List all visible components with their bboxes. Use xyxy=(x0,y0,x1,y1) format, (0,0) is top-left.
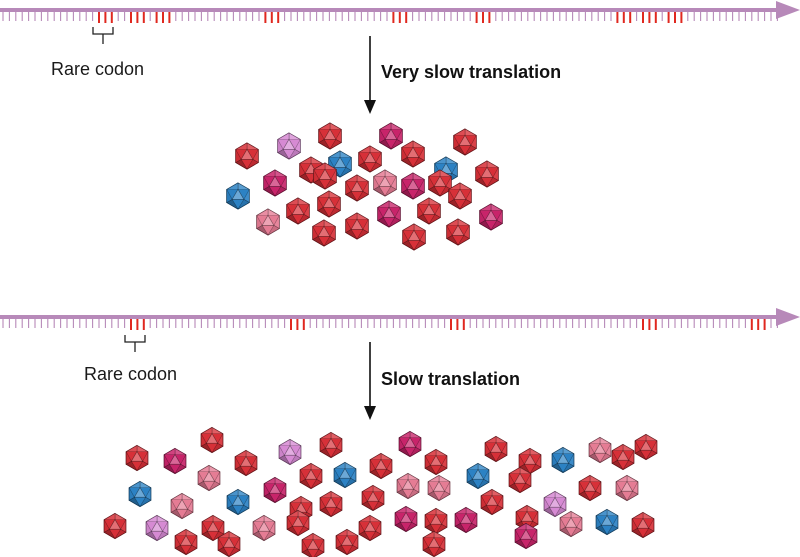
strand-arrowhead-bottom-icon xyxy=(776,308,800,326)
capsid-particle-icon xyxy=(201,514,225,542)
capsid-particle-icon xyxy=(301,532,325,557)
capsid-particle-icon xyxy=(427,474,451,502)
capsid-particle-icon xyxy=(256,208,280,236)
capsid-particle-icon xyxy=(328,150,352,178)
capsid-particle-icon xyxy=(454,506,478,534)
very-slow-translation-panel: Rare codon Very slow translation xyxy=(0,0,800,278)
capsid-particle-icon xyxy=(358,514,382,542)
capsid-particle-icon xyxy=(428,169,452,197)
capsid-particle-icon xyxy=(345,212,369,240)
capsid-particle-icon xyxy=(479,203,503,231)
capsid-particle-icon xyxy=(475,160,499,188)
capsid-particle-icon xyxy=(369,452,393,480)
capsid-particle-icon xyxy=(312,219,336,247)
capsid-particle-icon xyxy=(277,132,301,160)
capsid-particle-icon xyxy=(615,474,639,502)
capsid-particle-icon xyxy=(299,462,323,490)
capsid-particle-icon xyxy=(402,223,426,251)
rare-codon-label: Rare codon xyxy=(51,59,145,79)
capsid-particle-icon xyxy=(373,169,397,197)
capsid-particle-icon xyxy=(595,508,619,536)
slow-translation-panel: Rare codon Slow translation xyxy=(0,300,800,557)
mrna-strand-top xyxy=(0,1,800,23)
capsid-particle-icon xyxy=(611,443,635,471)
capsid-particle-icon xyxy=(263,476,287,504)
capsid-particle-icon xyxy=(424,507,448,535)
capsid-particle-icon xyxy=(345,174,369,202)
mrna-strand-bottom xyxy=(0,308,800,330)
codon-bracket-icon xyxy=(92,27,114,44)
capsid-particle-icon xyxy=(313,162,337,190)
codon-ticks-bottom xyxy=(2,317,778,330)
capsid-particle-icon xyxy=(484,435,508,463)
capsid-particle-icon xyxy=(103,512,127,540)
capsid-particle-icon xyxy=(578,474,602,502)
protein-particle-cluster-top xyxy=(226,122,503,251)
capsid-particle-icon xyxy=(226,488,250,516)
capsid-particle-icon xyxy=(446,218,470,246)
capsid-particle-icon xyxy=(163,447,187,475)
capsid-particle-icon xyxy=(317,190,341,218)
capsid-particle-icon xyxy=(394,505,418,533)
capsid-particle-icon xyxy=(424,448,448,476)
capsid-particle-icon xyxy=(319,490,343,518)
capsid-particle-icon xyxy=(508,466,532,494)
capsid-particle-icon xyxy=(361,484,385,512)
capsid-particle-icon xyxy=(417,197,441,225)
capsid-particle-icon xyxy=(335,528,359,556)
capsid-particle-icon xyxy=(286,509,310,537)
capsid-particle-icon xyxy=(514,522,538,550)
codon-ticks-top xyxy=(2,10,778,23)
capsid-particle-icon xyxy=(379,122,403,150)
capsid-particle-icon xyxy=(448,182,472,210)
capsid-particle-icon xyxy=(401,172,425,200)
capsid-particle-icon xyxy=(170,492,194,520)
capsid-particle-icon xyxy=(333,461,357,489)
capsid-particle-icon xyxy=(543,490,567,518)
capsid-particle-icon xyxy=(263,169,287,197)
translation-speed-label: Slow translation xyxy=(381,369,521,389)
capsid-particle-icon xyxy=(125,444,149,472)
codon-bracket-icon xyxy=(124,335,146,352)
capsid-particle-icon xyxy=(318,122,342,150)
capsid-particle-icon xyxy=(128,480,152,508)
capsid-particle-icon xyxy=(396,472,420,500)
capsid-particle-icon xyxy=(217,530,241,557)
capsid-particle-icon xyxy=(466,462,490,490)
protein-particle-cluster-bottom xyxy=(103,426,658,557)
strand-arrowhead-top-icon xyxy=(776,1,800,19)
capsid-particle-icon xyxy=(453,128,477,156)
capsid-particle-icon xyxy=(278,438,302,466)
capsid-particle-icon xyxy=(398,430,422,458)
capsid-particle-icon xyxy=(358,145,382,173)
capsid-particle-icon xyxy=(631,511,655,539)
capsid-particle-icon xyxy=(401,140,425,168)
capsid-particle-icon xyxy=(422,530,446,557)
capsid-particle-icon xyxy=(174,528,198,556)
capsid-particle-icon xyxy=(551,446,575,474)
translation-speed-label: Very slow translation xyxy=(381,62,562,82)
capsid-particle-icon xyxy=(197,464,221,492)
capsid-particle-icon xyxy=(377,200,401,228)
capsid-particle-icon xyxy=(226,182,250,210)
down-arrow-icon xyxy=(364,342,376,420)
capsid-particle-icon xyxy=(634,433,658,461)
capsid-particle-icon xyxy=(200,426,224,454)
capsid-particle-icon xyxy=(234,449,258,477)
rare-codon-label: Rare codon xyxy=(84,364,178,384)
capsid-particle-icon xyxy=(286,197,310,225)
capsid-particle-icon xyxy=(252,514,276,542)
capsid-particle-icon xyxy=(588,436,612,464)
down-arrow-icon xyxy=(364,36,376,114)
capsid-particle-icon xyxy=(235,142,259,170)
capsid-particle-icon xyxy=(145,514,169,542)
capsid-particle-icon xyxy=(319,431,343,459)
capsid-particle-icon xyxy=(480,488,504,516)
capsid-particle-icon xyxy=(559,510,583,538)
